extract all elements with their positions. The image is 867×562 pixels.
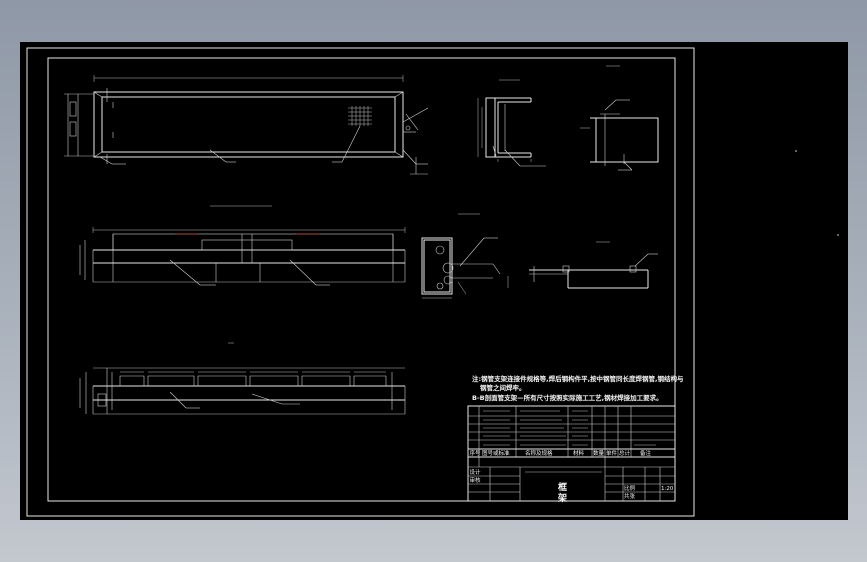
cad-drawing: 注:钢管支架连接件规格等,焊后钢构件平,按中钢管同长度焊钢管,钢结构与 钢管之间… <box>26 47 839 517</box>
header-item-no: 序号 <box>470 449 482 457</box>
elevation-view-bottom <box>79 342 406 415</box>
plan-view <box>64 75 429 175</box>
stray-point <box>837 234 839 236</box>
designer-label: 设计 <box>470 468 482 476</box>
stray-point <box>795 150 797 152</box>
detail-view-top-right <box>580 65 659 171</box>
header-quantity: 数量 <box>593 449 605 457</box>
title-block: 序号 图号或标准 名称及规格 材料 数量 单件 总计 备注 设计 审核 比例 1… <box>467 405 676 504</box>
header-material: 材料 <box>573 449 585 457</box>
header-total: 总计 <box>619 449 631 457</box>
section-detail-center <box>421 213 509 299</box>
drawing-border-outer <box>26 47 695 517</box>
scale-value: 1:20 <box>661 486 674 492</box>
sheet-label: 共张 <box>624 492 636 500</box>
note-line-1: 注:钢管支架连接件规格等,焊后钢构件平,按中钢管同长度焊钢管,钢结构与 <box>472 374 684 383</box>
elevation-view-bb <box>79 205 406 286</box>
note-line-2: 钢管之间焊牢。 <box>480 383 526 392</box>
drawing-border-inner <box>47 57 676 502</box>
drawing-title-1: 框 <box>558 481 567 493</box>
checker-label: 审核 <box>470 476 482 484</box>
header-unit: 单件 <box>606 449 618 457</box>
note-line-3: B-B剖面管支架—所有尺寸按照实际施工工艺,钢材焊接加工要求。 <box>472 393 663 402</box>
scale-label: 比例 <box>624 484 636 492</box>
cad-viewport[interactable]: 注:钢管支架连接件规格等,焊后钢构件平,按中钢管同长度焊钢管,钢结构与 钢管之间… <box>20 42 848 520</box>
section-view-i <box>477 79 546 167</box>
header-name-spec: 名称及规格 <box>525 449 553 457</box>
technical-notes: 注:钢管支架连接件规格等,焊后钢构件平,按中钢管同长度焊钢管,钢结构与 钢管之间… <box>472 374 684 402</box>
drawing-title-2: 架 <box>557 492 567 504</box>
section-view-right <box>529 241 658 289</box>
header-remark: 备注 <box>640 449 652 457</box>
header-drawing-no: 图号或标准 <box>482 449 510 457</box>
